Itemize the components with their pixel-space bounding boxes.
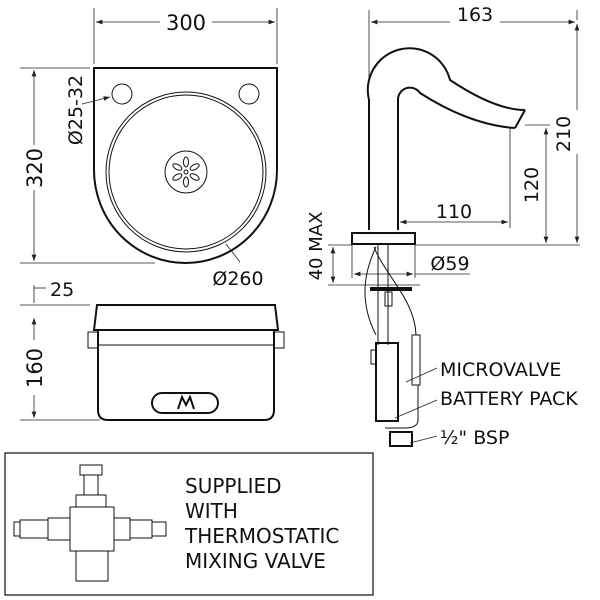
- basin-width-label: 300: [166, 11, 206, 35]
- battery-pack-label: BATTERY PACK: [440, 388, 578, 410]
- drain-pattern: [172, 156, 200, 188]
- basin-top-view: 300 320 Ø25-32 Ø260: [20, 8, 278, 290]
- rim-thickness-label: 25: [50, 279, 74, 301]
- note-line: WITH: [185, 499, 238, 523]
- basin-outline: [93, 67, 278, 264]
- basin-height-label: 160: [23, 348, 47, 388]
- brand-logo: [177, 394, 195, 410]
- tap-hole: [111, 83, 133, 105]
- outlet-height-label: 120: [521, 167, 543, 203]
- sensor-connector: [411, 334, 421, 386]
- deck-thickness-label: 40 MAX: [306, 212, 327, 281]
- note-line: MIXING VALVE: [185, 549, 326, 573]
- note-line: SUPPLIED: [185, 474, 282, 498]
- thermostatic-valve-icon: [13, 464, 167, 582]
- tap-hole-diameter-label: Ø25-32: [65, 75, 87, 145]
- overflow-slot: [151, 392, 219, 414]
- outlet-reach-label: 110: [436, 201, 472, 223]
- bowl-diameter-label: Ø260: [212, 268, 263, 290]
- note-line: THERMOSTATIC: [184, 524, 339, 548]
- tap-reach-label: 163: [457, 4, 493, 26]
- mixing-valve-note: SUPPLIED WITH THERMOSTATIC MIXING VALVE: [4, 452, 374, 596]
- bsp-connector: [389, 431, 413, 447]
- bowl: [105, 91, 267, 253]
- tap-side-view: 163 120 210 110 40 MAX Ø59: [306, 4, 592, 449]
- base-diameter-label: Ø59: [430, 253, 469, 275]
- tap-height-label: 210: [553, 116, 575, 152]
- battery-pack: [375, 342, 399, 422]
- microvalve-label: MICROVALVE: [440, 359, 561, 381]
- bsp-label: ½" BSP: [440, 427, 509, 449]
- basin-depth-label: 320: [23, 148, 47, 188]
- drain-icon: [164, 150, 208, 194]
- tap-hole: [238, 83, 260, 105]
- basin-side-view: 25 160: [20, 279, 285, 421]
